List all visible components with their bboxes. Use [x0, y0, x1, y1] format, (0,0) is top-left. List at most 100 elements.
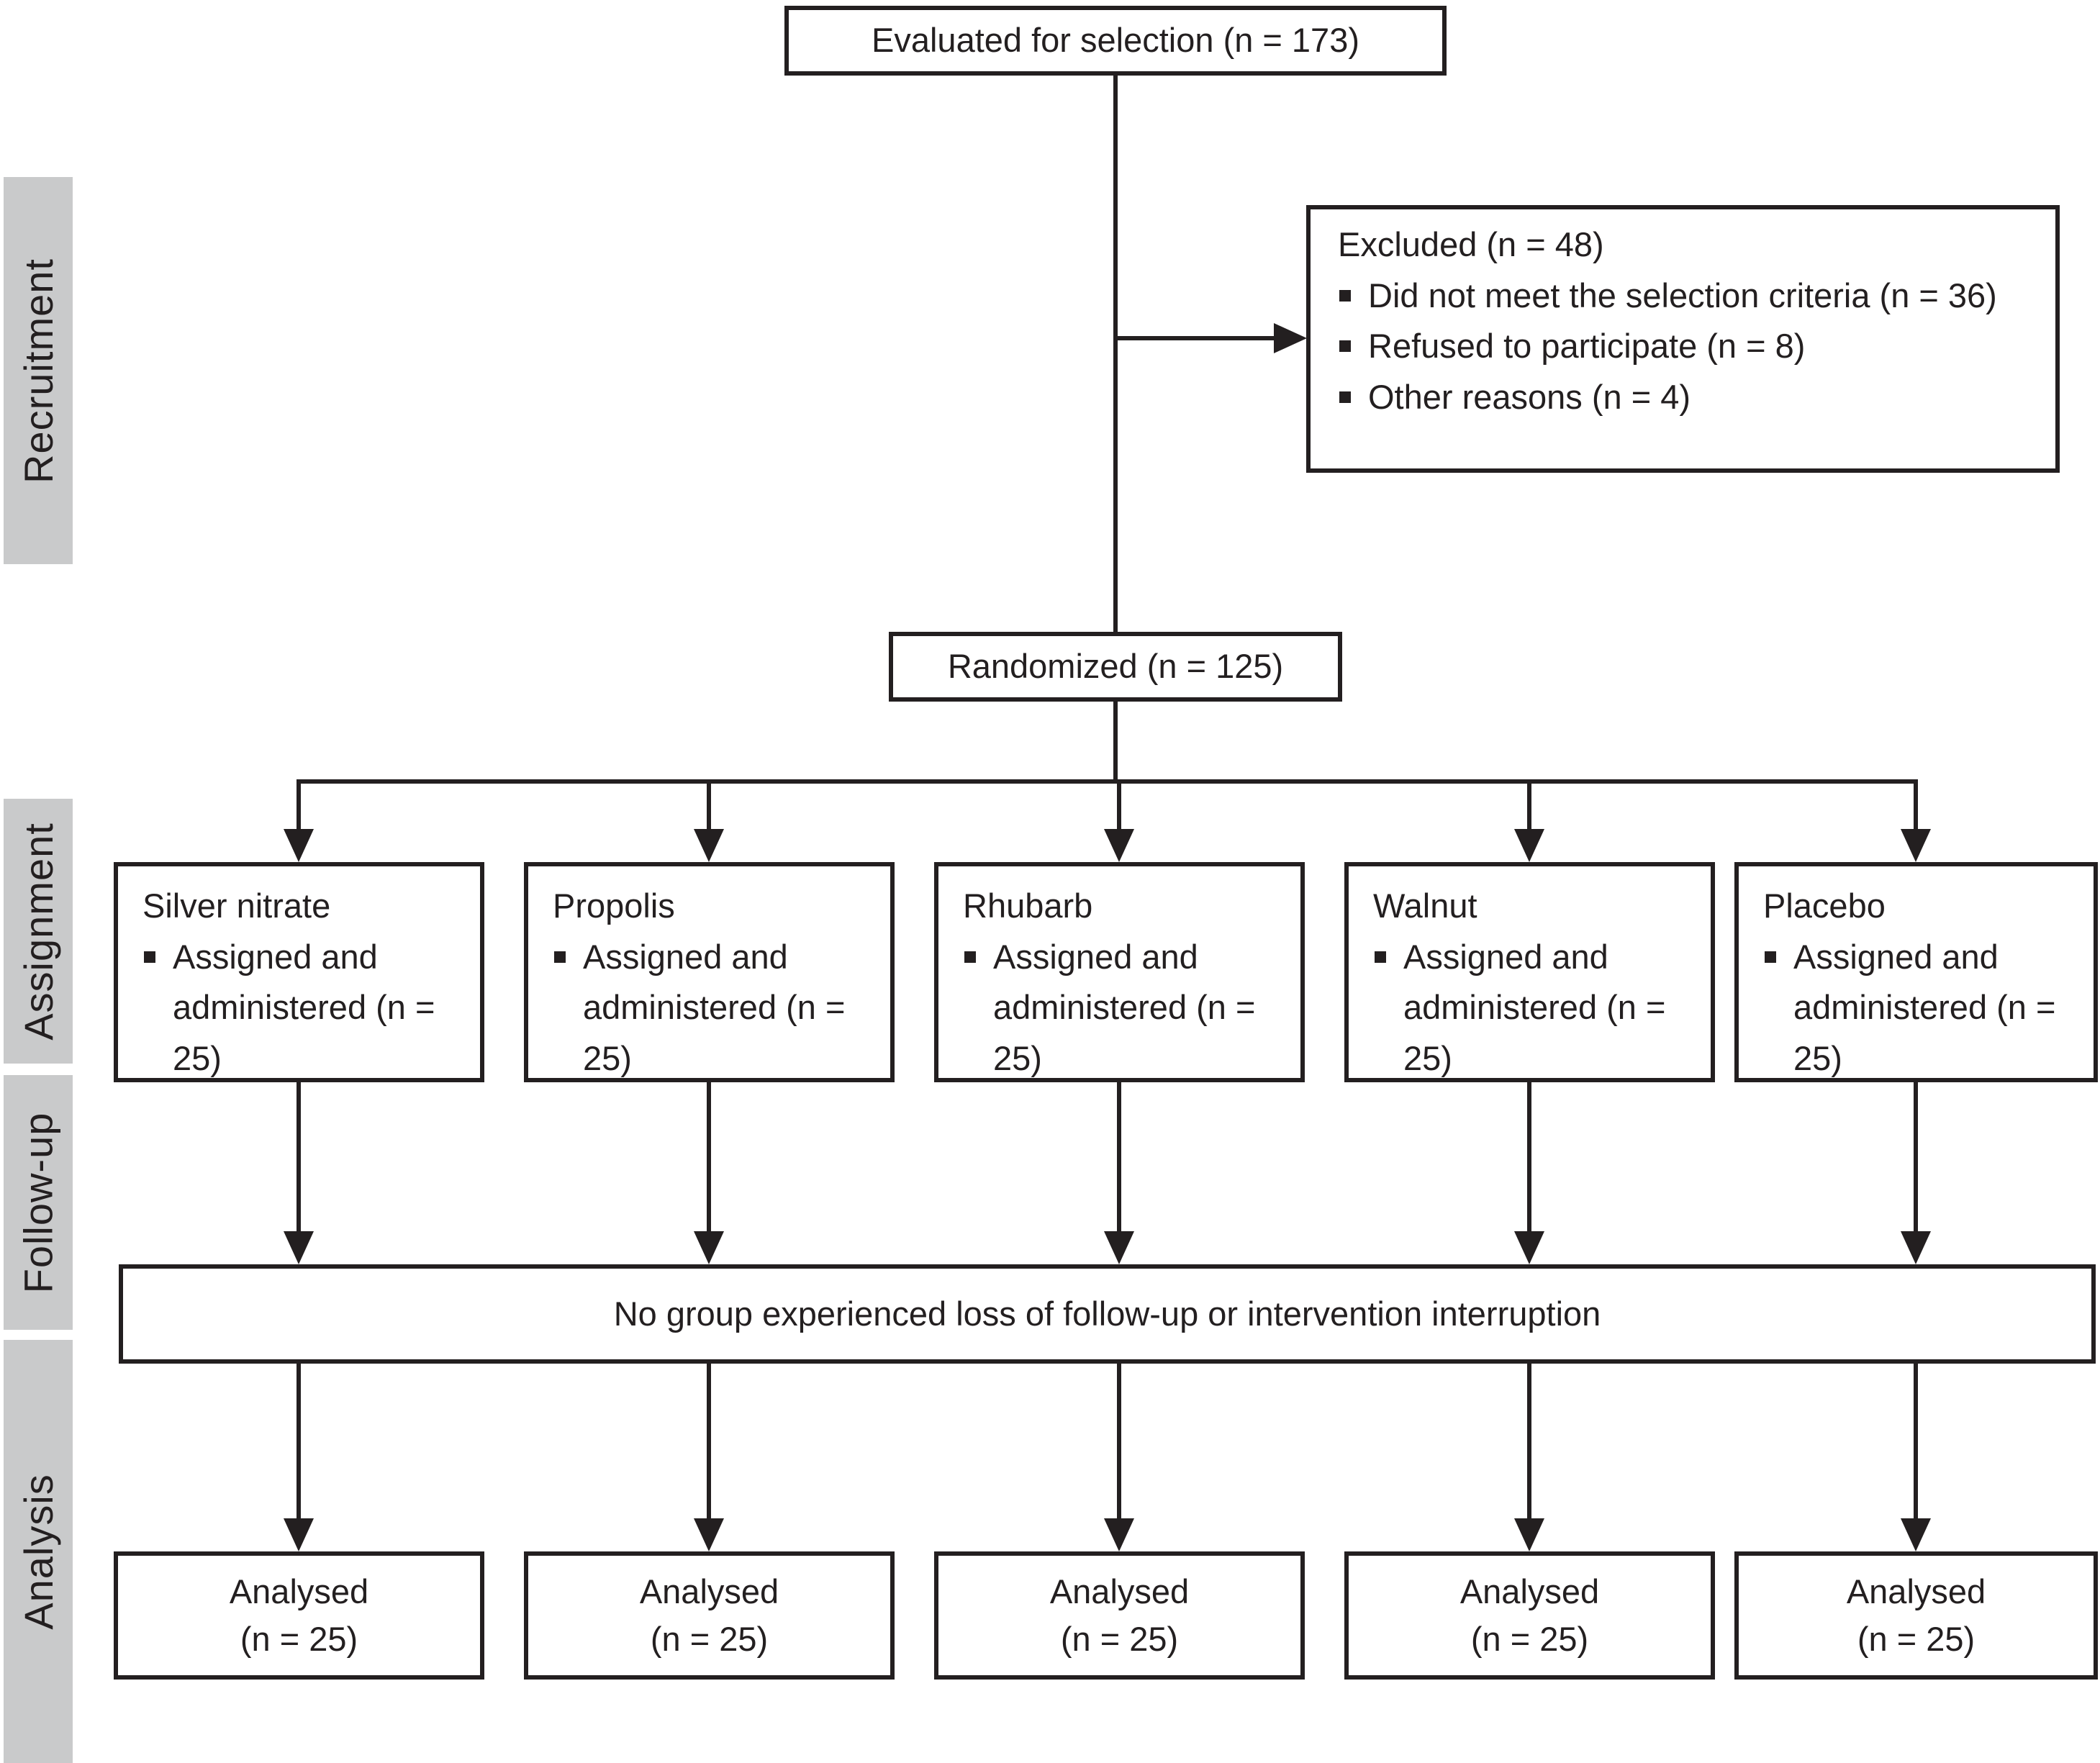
analysed-n: (n = 25) — [1060, 1620, 1179, 1658]
box-group-propolis: Propolis Assigned and administered (n = … — [524, 862, 895, 1082]
arrowhead-down-icon — [284, 1518, 314, 1551]
connector-group2-to-followup — [707, 1082, 711, 1233]
box-group-placebo: Placebo Assigned and administered (n = 2… — [1734, 862, 2098, 1082]
excluded-item: Refused to participate (n = 8) — [1338, 321, 2038, 372]
connector-group4-to-followup — [1527, 1082, 1531, 1233]
box-analysed-placebo: Analysed (n = 25) — [1734, 1551, 2098, 1680]
connector-split-to-group-2 — [707, 779, 711, 833]
connector-to-excluded — [1113, 336, 1275, 340]
bullet-square-icon — [964, 951, 976, 963]
connector-randomized-to-split — [1113, 702, 1118, 782]
analysed-title: Analysed — [1459, 1572, 1600, 1611]
connector-followup-to-analysed-4 — [1527, 1362, 1531, 1520]
arrowhead-down-icon — [1901, 829, 1931, 862]
box-excluded: Excluded (n = 48) Did not meet the selec… — [1306, 205, 2060, 473]
stage-label-recruitment: Recruitment — [15, 258, 61, 484]
evaluated-text: Evaluated for selection (n = 173) — [872, 21, 1359, 60]
analysed-title: Analysed — [1846, 1572, 1986, 1611]
group-bullet-item: Assigned and administered (n = 25) — [1763, 932, 2082, 1084]
arrowhead-down-icon — [1104, 1518, 1134, 1551]
stage-bar-analysis: Analysis — [4, 1340, 73, 1763]
stage-bar-followup: Follow-up — [4, 1075, 73, 1330]
box-analysed-rhubarb: Analysed (n = 25) — [934, 1551, 1305, 1680]
analysed-n: (n = 25) — [240, 1620, 358, 1658]
excluded-item: Other reasons (n = 4) — [1338, 372, 2038, 423]
bullet-square-icon — [554, 951, 566, 963]
connector-group1-to-followup — [297, 1082, 301, 1233]
arrowhead-down-icon — [694, 1231, 724, 1264]
box-analysed-walnut: Analysed (n = 25) — [1344, 1551, 1715, 1680]
connector-group3-to-followup — [1117, 1082, 1121, 1233]
box-followup-statement: No group experienced loss of follow-up o… — [119, 1264, 2096, 1364]
arrowhead-down-icon — [1901, 1231, 1931, 1264]
bullet-square-icon — [1765, 951, 1776, 963]
stage-label-followup: Follow-up — [15, 1112, 61, 1293]
arrowhead-right-icon — [1274, 323, 1307, 353]
connector-evaluated-to-randomized — [1113, 76, 1118, 633]
stage-label-analysis: Analysis — [15, 1473, 61, 1630]
group-bullet-text: Assigned and administered (n = 25) — [173, 937, 435, 1077]
group-bullet-item: Assigned and administered (n = 25) — [963, 932, 1289, 1084]
arrowhead-down-icon — [694, 829, 724, 862]
group-title: Placebo — [1763, 887, 1886, 925]
randomized-text: Randomized (n = 125) — [947, 647, 1284, 686]
analysed-title: Analysed — [1049, 1572, 1190, 1611]
arrowhead-down-icon — [284, 1231, 314, 1264]
group-title: Propolis — [553, 887, 675, 925]
analysed-n: (n = 25) — [650, 1620, 769, 1658]
box-analysed-silver-nitrate: Analysed (n = 25) — [114, 1551, 484, 1680]
connector-split-to-group-1 — [297, 779, 301, 833]
group-bullet-text: Assigned and administered (n = 25) — [1793, 937, 2056, 1077]
arrowhead-down-icon — [1104, 829, 1134, 862]
arrowhead-down-icon — [1514, 829, 1544, 862]
arrowhead-down-icon — [694, 1518, 724, 1551]
bullet-square-icon — [1339, 289, 1351, 302]
box-randomized: Randomized (n = 125) — [889, 632, 1342, 702]
analysed-n: (n = 25) — [1470, 1620, 1589, 1658]
group-bullet-item: Assigned and administered (n = 25) — [1373, 932, 1699, 1084]
connector-split-to-group-5 — [1914, 779, 1918, 833]
group-bullet-item: Assigned and administered (n = 25) — [142, 932, 469, 1084]
stage-bar-recruitment: Recruitment — [4, 177, 73, 564]
analysed-title: Analysed — [229, 1572, 369, 1611]
arrowhead-down-icon — [1514, 1518, 1544, 1551]
analysed-title: Analysed — [639, 1572, 779, 1611]
bullet-square-icon — [1339, 391, 1351, 403]
bullet-square-icon — [144, 951, 155, 963]
group-bullet-text: Assigned and administered (n = 25) — [993, 937, 1256, 1077]
connector-followup-to-analysed-2 — [707, 1362, 711, 1520]
group-bullet-item: Assigned and administered (n = 25) — [553, 932, 879, 1084]
excluded-item-text: Did not meet the selection criteria (n =… — [1368, 276, 1997, 314]
group-title: Rhubarb — [963, 887, 1093, 925]
analysed-n: (n = 25) — [1857, 1620, 1975, 1658]
box-group-walnut: Walnut Assigned and administered (n = 25… — [1344, 862, 1715, 1082]
excluded-item: Did not meet the selection criteria (n =… — [1338, 271, 2038, 322]
connector-followup-to-analysed-1 — [297, 1362, 301, 1520]
arrowhead-down-icon — [1901, 1518, 1931, 1551]
excluded-item-text: Refused to participate (n = 8) — [1368, 327, 1806, 365]
group-title: Walnut — [1373, 887, 1477, 925]
group-title: Silver nitrate — [142, 887, 331, 925]
bullet-square-icon — [1375, 951, 1386, 963]
group-bullet-text: Assigned and administered (n = 25) — [583, 937, 846, 1077]
connector-split-horizontal — [297, 779, 1918, 784]
arrowhead-down-icon — [284, 829, 314, 862]
connector-followup-to-analysed-3 — [1117, 1362, 1121, 1520]
arrowhead-down-icon — [1104, 1231, 1134, 1264]
followup-text: No group experienced loss of follow-up o… — [613, 1294, 1601, 1333]
group-bullet-text: Assigned and administered (n = 25) — [1403, 937, 1666, 1077]
box-evaluated-for-selection: Evaluated for selection (n = 173) — [784, 6, 1447, 76]
stage-bar-assignment: Assignment — [4, 799, 73, 1064]
connector-followup-to-analysed-5 — [1914, 1362, 1918, 1520]
stage-label-assignment: Assignment — [15, 822, 61, 1041]
box-group-silver-nitrate: Silver nitrate Assigned and administered… — [114, 862, 484, 1082]
excluded-title: Excluded (n = 48) — [1338, 225, 1604, 263]
connector-group5-to-followup — [1914, 1082, 1918, 1233]
bullet-square-icon — [1339, 340, 1351, 352]
connector-split-to-group-4 — [1527, 779, 1531, 833]
box-group-rhubarb: Rhubarb Assigned and administered (n = 2… — [934, 862, 1305, 1082]
box-analysed-propolis: Analysed (n = 25) — [524, 1551, 895, 1680]
arrowhead-down-icon — [1514, 1231, 1544, 1264]
connector-split-to-group-3 — [1117, 779, 1121, 833]
